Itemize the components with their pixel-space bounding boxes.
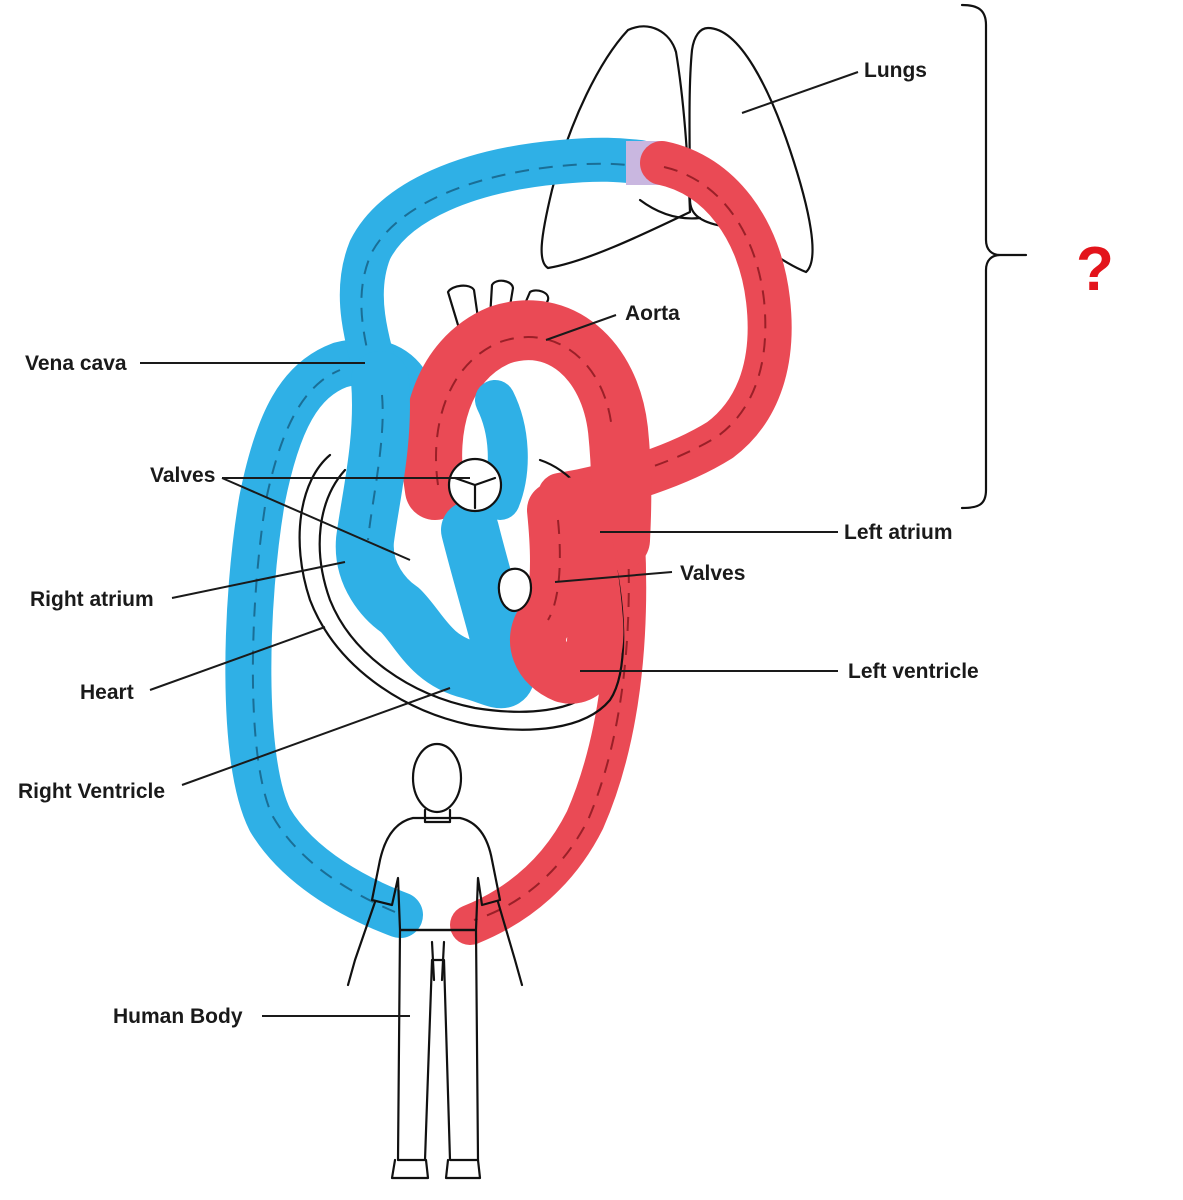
aorta-arch (402, 300, 652, 570)
label-vena-cava: Vena cava (25, 352, 127, 375)
label-right-ventricle: Right Ventricle (18, 780, 165, 803)
label-human-body: Human Body (113, 1005, 243, 1028)
valve-mitral (497, 567, 533, 613)
systemic-vein-path (225, 338, 433, 938)
label-valves-right: Valves (150, 464, 215, 487)
valve-aortic (447, 457, 503, 513)
human-figure (346, 742, 524, 1180)
left-heart-chambers (510, 477, 624, 704)
label-aorta: Aorta (625, 302, 680, 325)
label-left-ventricle: Left ventricle (848, 660, 979, 683)
pulmonary-artery-path (339, 137, 662, 442)
label-valves-left: Valves (680, 562, 745, 585)
label-left-atrium: Left atrium (844, 521, 953, 544)
label-right-atrium: Right atrium (30, 588, 154, 611)
label-heart: Heart (80, 681, 134, 704)
question-mark: ? (1076, 235, 1114, 304)
pulmonary-circuit-bracket (960, 3, 1028, 510)
label-lungs: Lungs (864, 59, 927, 82)
right-heart-chambers (335, 351, 536, 709)
